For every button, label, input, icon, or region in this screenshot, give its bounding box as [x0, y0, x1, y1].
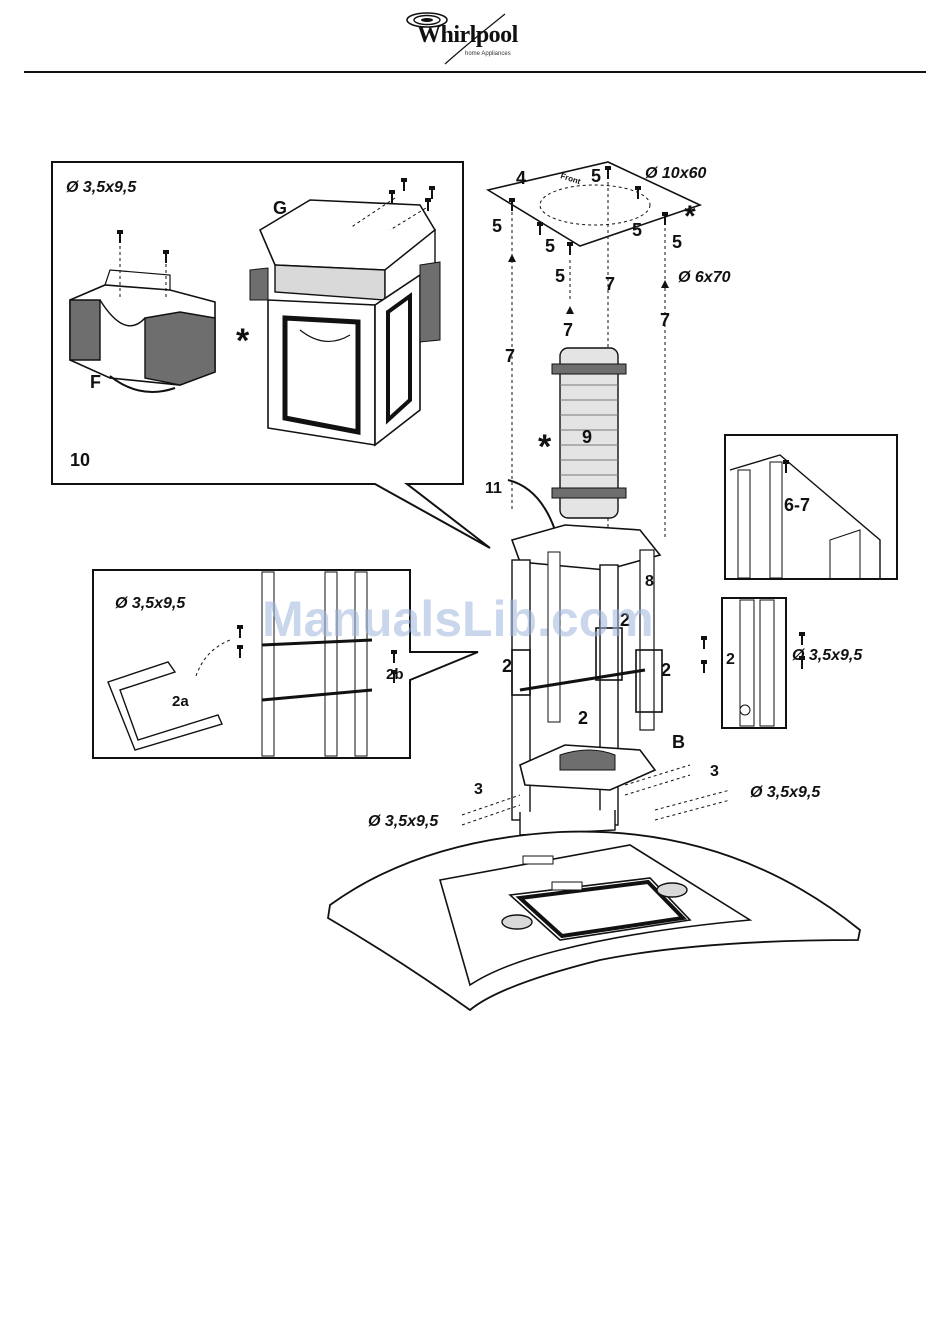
inset-10 [52, 162, 490, 548]
spec-screw-inset10: Ø 3,5x9,5 [66, 179, 137, 196]
watermark: ManualsLib.com [262, 591, 654, 647]
label-2-e: 2 [726, 651, 735, 668]
label-5-c: 5 [545, 236, 555, 256]
label-2b: 2b [386, 666, 404, 683]
part-g-frame [250, 178, 440, 445]
label-4: 4 [516, 168, 526, 188]
inset-6-7 [725, 435, 897, 579]
label-star-duct: * [538, 428, 552, 466]
label-7-d: 7 [505, 346, 515, 366]
label-7-c: 7 [660, 310, 670, 330]
label-10: 10 [70, 450, 90, 470]
label-9: 9 [582, 427, 592, 447]
label-7-a: 7 [605, 274, 615, 294]
label-7-b: 7 [563, 320, 573, 340]
flexible-duct [508, 348, 626, 530]
label-2a: 2a [172, 693, 189, 710]
label-5-d: 5 [632, 220, 642, 240]
spec-screw-right: Ø 3,5x9,5 [792, 647, 863, 664]
label-2-c: 2 [578, 708, 588, 728]
label-f: F [90, 372, 101, 392]
label-5-e: 5 [672, 232, 682, 252]
label-5-b: 5 [492, 216, 502, 236]
label-11: 11 [485, 480, 502, 497]
spec-plug: Ø 10x60 [645, 165, 706, 182]
label-3-b: 3 [710, 763, 719, 780]
label-b: B [672, 732, 685, 752]
label-5-f: 5 [555, 266, 565, 286]
label-3-a: 3 [474, 781, 483, 798]
label-5-a: 5 [591, 166, 601, 186]
spec-screw-lower-left: Ø 3,5x9,5 [368, 813, 439, 830]
label-star-plate: * [684, 200, 696, 233]
label-6-7: 6-7 [784, 495, 810, 515]
label-2-d: 2 [661, 660, 671, 680]
label-star-inset: * [236, 322, 250, 360]
support-frame [512, 525, 662, 825]
label-g: G [273, 198, 287, 218]
inset-right-bracket [701, 598, 805, 728]
hood-canopy [328, 810, 860, 1010]
label-2-b: 2 [502, 656, 512, 676]
spec-screw-large: Ø 6x70 [678, 269, 731, 286]
spec-screw-inset2: Ø 3,5x9,5 [115, 595, 186, 612]
spec-screw-lower-right: Ø 3,5x9,5 [750, 784, 821, 801]
label-8: 8 [645, 573, 654, 590]
